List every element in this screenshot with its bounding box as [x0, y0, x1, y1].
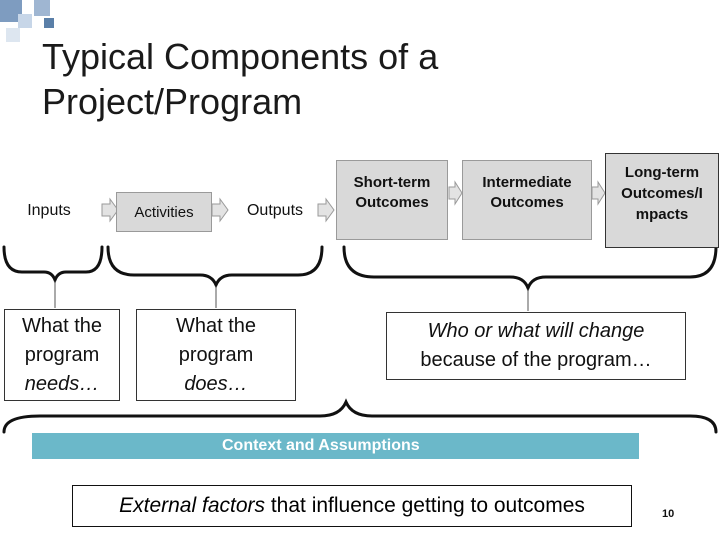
change-line2: because of the program…	[420, 349, 652, 371]
brace-context	[2, 398, 718, 434]
external-factors-italic: External factors	[119, 494, 266, 517]
does-box: What the program does…	[136, 309, 296, 401]
external-factors-rest: that influence getting to outcomes	[265, 494, 585, 517]
page-number: 10	[662, 508, 675, 520]
brace-activities-outputs	[106, 245, 324, 290]
does-line2: program	[178, 344, 254, 366]
needs-line3: needs…	[24, 373, 100, 395]
activities-box: Activities	[116, 192, 212, 232]
long-term-label: Long-term Outcomes/I mpacts	[621, 164, 703, 223]
arrow-inputs-activities	[101, 197, 119, 223]
brace-outcomes	[342, 245, 718, 293]
short-term-outcomes-box: Short-term Outcomes	[336, 160, 448, 240]
activities-label: Activities	[134, 204, 194, 221]
arrow-outputs-shortterm	[317, 197, 335, 223]
arrow-activities-outputs	[211, 197, 229, 223]
needs-line1: What the	[21, 315, 103, 337]
intermediate-label: Intermediate Outcomes	[482, 174, 572, 211]
does-line3: does…	[184, 373, 248, 395]
outputs-label: Outputs	[246, 202, 304, 219]
needs-line2: program	[24, 344, 100, 366]
context-assumptions-bar: Context and Assumptions	[32, 433, 639, 459]
inputs-label: Inputs	[27, 202, 71, 219]
slide-title: Typical Components of a Project/Program	[42, 36, 439, 122]
long-term-outcomes-box: Long-term Outcomes/I mpacts	[605, 153, 719, 248]
arrow-shortterm-intermediate	[448, 180, 463, 206]
external-factors-box: External factors that influence getting …	[72, 485, 632, 527]
arrow-intermediate-longterm	[591, 180, 606, 206]
change-line1: Who or what will change	[427, 320, 645, 342]
brace-inputs	[2, 245, 104, 285]
short-term-label: Short-term Outcomes	[353, 174, 431, 211]
change-box: Who or what will change because of the p…	[386, 312, 686, 380]
intermediate-outcomes-box: Intermediate Outcomes	[462, 160, 592, 240]
needs-box: What the program needs…	[4, 309, 120, 401]
does-line1: What the	[175, 315, 257, 337]
